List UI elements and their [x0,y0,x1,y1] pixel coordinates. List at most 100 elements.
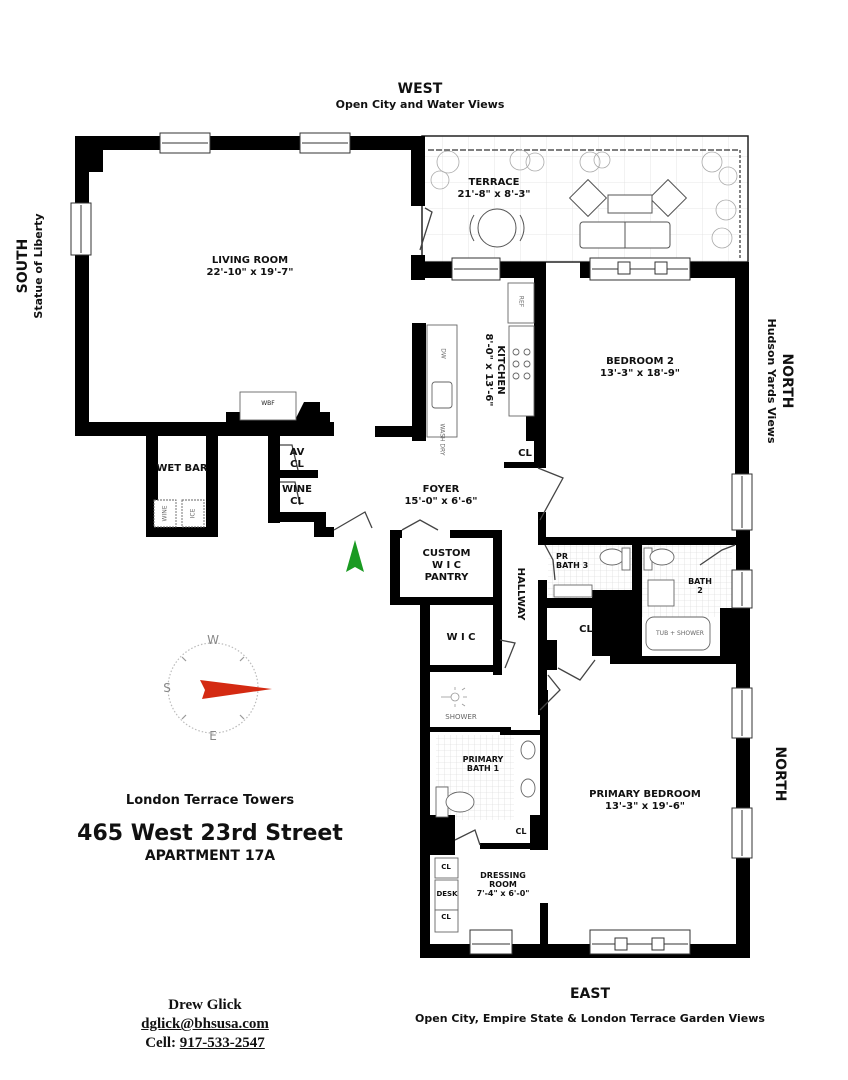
toilet-icon [649,548,675,566]
sink-icon [520,740,536,760]
foyer-dims: 15'-0" x 6'-6" [404,496,478,507]
west-heading: WEST [397,81,443,97]
bath-closet-label: CL [515,827,527,836]
cell-label: Cell: [145,1035,177,1051]
pr-bath3-line1: PR [556,552,569,561]
wine-closet-line2: CL [290,496,304,507]
ice-maker-icon [181,499,205,528]
compass-icon [167,642,272,734]
agent-name: Drew Glick [168,997,242,1013]
entry-arrow-icon [346,540,364,572]
primary-bath-line2: BATH 1 [466,764,500,773]
pr-bath3-label: PR BATH 3 [556,552,606,570]
compass-e: E [209,729,217,743]
sink-icon [431,381,453,409]
hallway-label: HALLWAY [515,567,526,621]
bath2-line1: BATH [688,577,712,586]
pantry-line1: CUSTOM [422,548,471,559]
kitchen-closet-label: CL [518,448,532,459]
planter-icon [430,149,738,249]
doors [280,207,736,846]
north-upper-view: Hudson Yards Views [765,318,778,444]
lounge-furniture-icon [568,178,688,249]
closet-icon [434,857,459,879]
refrigerator-icon [507,282,535,324]
kitchen-dims: 8'-0" x 13'-6" [483,333,494,407]
primary-bedroom-name: PRIMARY BEDROOM [589,789,701,800]
dressing-room-dims: 7'-4" x 6'-0" [476,889,530,898]
wine-fridge-icon [153,499,177,528]
range-counter-icon [508,325,535,417]
primary-bath-label: PRIMARY BATH 1 [448,755,518,773]
pr-vanity-icon [553,584,593,598]
closet-icon [434,909,459,933]
wine-fridge-label: WINE [161,505,169,522]
north-upper-orientation: NORTH Hudson Yards Views [764,281,796,481]
dressing-room-line1: DRESSING [480,871,526,880]
bedroom2-label: BEDROOM 2 13'-3" x 18'-9" [585,356,695,380]
terrace-label: TERRACE 21'-8" x 8'-3" [444,177,544,201]
bedroom2-dims: 13'-3" x 18'-9" [599,368,680,379]
south-orientation: SOUTH Statue of Liberty [14,166,46,366]
pantry-line3: PANTRY [424,572,469,583]
dressing-room-label: DRESSING ROOM 7'-4" x 6'-0" [468,871,538,898]
east-heading: EAST [569,986,611,1002]
fireplace-icon [239,391,297,421]
bedroom2-name: BEDROOM 2 [606,356,674,367]
refrigerator-label: REF [517,295,525,308]
sink-icon [647,579,675,607]
west-orientation: WEST Open City and Water Views [300,80,540,112]
foyer-name: FOYER [422,484,460,495]
north-lower-orientation: NORTH [771,724,789,824]
building-info: London Terrace Towers 465 West 23rd Stre… [60,792,360,864]
dishwasher-label: DW [439,348,447,359]
terrace-area [421,135,749,263]
bathtub-icon [645,616,711,651]
tub-shower-label: TUB + SHOWER [656,630,704,637]
stove-burners-icon [512,348,531,380]
pantry-line2: W I C [431,560,462,571]
av-closet-line1: AV [289,447,305,458]
toilet-icon [445,791,475,813]
wic-label: W I C [446,632,476,643]
primary-bath-line1: PRIMARY [462,755,504,764]
washer-dryer-label: WASH DRY [438,423,446,456]
primary-bedroom-dims: 13'-3" x 19'-6" [604,801,685,812]
ice-maker-label: ICE [189,508,197,519]
wine-closet-line1: WINE [282,484,312,495]
agent-phone-link[interactable]: 917-533-2547 [179,1035,265,1051]
pantry-label: CUSTOM W I C PANTRY [400,548,493,584]
east-orientation: EAST Open City, Empire State & London Te… [380,985,800,1026]
wine-closet-label: WINE CL [278,484,316,508]
desk-label: DESK [436,890,458,898]
terrace-dims: 21'-8" x 8'-3" [457,189,531,200]
living-room-label: LIVING ROOM 22'-10" x 19'-7" [190,255,310,279]
sink-counter-icon [426,324,458,438]
unit-number: APARTMENT 17A [144,848,276,864]
kitchen-label: KITCHEN 8'-0" x 13'-6" [482,320,506,420]
shower-label: SHOWER [445,713,477,721]
dining-table-icon [469,208,525,248]
sink-icon [520,778,536,798]
compass-w: W [207,633,219,647]
building-name: London Terrace Towers [125,793,295,808]
north-lower-heading: NORTH [772,746,788,802]
building-address: 465 West 23rd Street [77,821,343,846]
av-closet-line2: CL [290,459,304,470]
dressing-closet-top-label: CL [441,863,451,871]
agent-contact: Drew Glick dglick@bhsusa.com Cell: 917-5… [120,996,290,1053]
south-view: Statue of Liberty [32,213,45,319]
east-view: Open City, Empire State & London Terrace… [415,1012,765,1025]
fixtures [153,282,711,933]
bath2-label: BATH 2 [680,577,720,595]
primary-bedroom-label: PRIMARY BEDROOM 13'-3" x 19'-6" [580,789,710,813]
bath2-line2: 2 [697,586,703,595]
av-closet-label: AV CL [280,447,314,471]
living-room-name: LIVING ROOM [211,255,289,266]
agent-email-link[interactable]: dglick@bhsusa.com [141,1016,269,1032]
hall-closet-label: CL [579,624,593,635]
windows [70,132,753,955]
dressing-closet-bottom-label: CL [441,913,451,921]
fireplace-label: WBF [261,400,275,407]
